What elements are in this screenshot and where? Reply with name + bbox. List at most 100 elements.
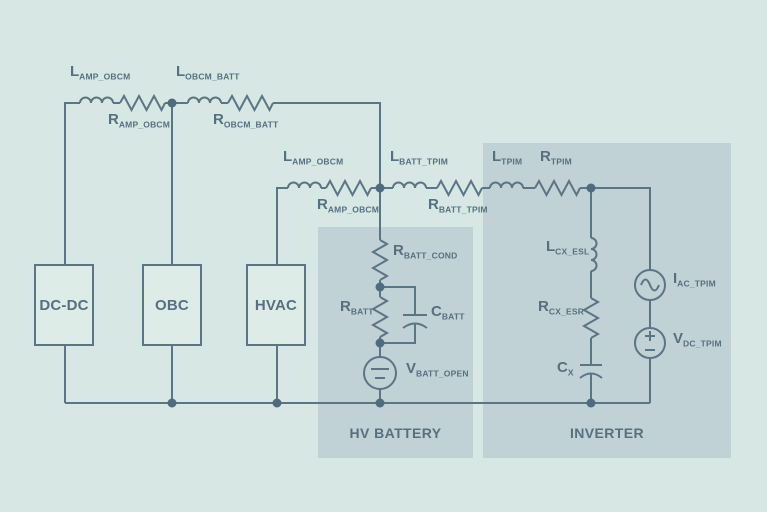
junction-dot bbox=[167, 98, 177, 108]
label-c-x: CX bbox=[557, 360, 574, 377]
wire bbox=[380, 286, 416, 315]
obc-block-label: OBC bbox=[155, 296, 189, 314]
component-subscript: BATT bbox=[350, 306, 374, 317]
inductor-symbol bbox=[590, 237, 598, 272]
inductor-symbol bbox=[392, 181, 427, 189]
capacitor-curved-plate bbox=[579, 372, 603, 379]
dcdc-block bbox=[34, 264, 94, 346]
junction-dot bbox=[586, 183, 596, 193]
label-r-obcm-batt: ROBCM_BATT bbox=[213, 112, 278, 129]
component-subscript: CX_ESL bbox=[555, 246, 590, 257]
component-symbol: L bbox=[283, 148, 293, 165]
component-subscript: AMP_OBCM bbox=[79, 71, 131, 82]
component-symbol: L bbox=[492, 148, 502, 165]
wire bbox=[276, 187, 288, 265]
wire bbox=[380, 324, 416, 344]
component-subscript: AMP_OBCM bbox=[292, 156, 344, 167]
inductor-symbol bbox=[287, 181, 322, 189]
component-symbol: R bbox=[393, 242, 404, 259]
component-subscript: AMP_OBCM bbox=[118, 119, 171, 130]
component-subscript: X bbox=[567, 367, 574, 378]
hvac-block-label: HVAC bbox=[254, 296, 298, 314]
inductor-symbol bbox=[489, 181, 524, 189]
inductor-symbol bbox=[187, 96, 222, 104]
label-l-batt-tpim: LBATT_TPIM bbox=[390, 149, 448, 166]
label-l-amp-obcm-top: LAMP_OBCM bbox=[70, 64, 130, 81]
hv-battery-branch bbox=[363, 239, 428, 403]
label-l-tpim: LTPIM bbox=[492, 149, 522, 166]
inverter-branches bbox=[579, 188, 666, 403]
label-r-batt-cond: RBATT_COND bbox=[393, 243, 457, 260]
hvac-block bbox=[246, 264, 306, 346]
component-symbol: R bbox=[213, 111, 224, 128]
component-symbol: R bbox=[428, 196, 439, 213]
component-subscript: TPIM bbox=[550, 156, 572, 167]
resistor-symbol bbox=[325, 178, 372, 198]
component-subscript: OBCM_BATT bbox=[185, 71, 240, 82]
inverter-region bbox=[483, 143, 731, 458]
component-symbol: R bbox=[540, 148, 551, 165]
component-subscript: BATT_TPIM bbox=[399, 156, 449, 167]
label-r-amp-obcm-top: RAMP_OBCM bbox=[108, 112, 170, 129]
component-subscript: OBCM_BATT bbox=[223, 119, 279, 130]
obc-block bbox=[142, 264, 202, 346]
component-symbol: R bbox=[108, 111, 119, 128]
label-v-dc-tpim: VDC_TPIM bbox=[673, 331, 722, 348]
junction-dot bbox=[375, 282, 385, 292]
component-subscript: AMP_OBCM bbox=[327, 204, 380, 215]
component-subscript: BATT bbox=[441, 311, 465, 322]
voltage-source-symbol bbox=[363, 356, 397, 390]
hv-battery-region-label: HV BATTERY bbox=[349, 425, 442, 441]
junction-dots bbox=[167, 98, 596, 408]
component-symbol: R bbox=[538, 298, 549, 315]
label-r-batt-tpim: RBATT_TPIM bbox=[428, 197, 488, 214]
resistor-symbol bbox=[227, 93, 274, 113]
label-l-amp-obcm-mid: LAMP_OBCM bbox=[283, 149, 343, 166]
component-subscript: BATT_TPIM bbox=[438, 204, 488, 215]
junction-dot bbox=[586, 398, 596, 408]
sine-icon bbox=[640, 278, 660, 292]
component-subscript: CX_ESR bbox=[548, 306, 585, 317]
component-symbol: L bbox=[70, 63, 80, 80]
label-r-tpim: RTPIM bbox=[540, 149, 572, 166]
branch-wires bbox=[64, 103, 650, 404]
plus-minus-icon bbox=[645, 331, 655, 351]
component-subscript: TPIM bbox=[501, 156, 523, 167]
battery-cell-lines bbox=[371, 368, 389, 379]
label-c-batt: CBATT bbox=[431, 304, 465, 321]
junction-dot bbox=[375, 338, 385, 348]
component-subscript: BATT_COND bbox=[403, 250, 458, 261]
label-r-cx-esr: RCX_ESR bbox=[538, 299, 584, 316]
middle-rail bbox=[276, 178, 651, 270]
component-symbol: C bbox=[431, 303, 442, 320]
component-symbol: L bbox=[390, 148, 400, 165]
component-subscript: AC_TPIM bbox=[677, 278, 716, 289]
component-symbol: V bbox=[673, 330, 684, 347]
resistor-symbol bbox=[436, 178, 483, 198]
wire bbox=[64, 102, 80, 265]
blocks bbox=[34, 264, 306, 346]
component-symbol: L bbox=[176, 63, 186, 80]
resistor-symbol bbox=[581, 297, 601, 339]
resistor-symbol bbox=[370, 239, 390, 281]
component-symbol: V bbox=[406, 360, 417, 377]
wire bbox=[580, 187, 651, 270]
label-v-batt-open: VBATT_OPEN bbox=[406, 361, 469, 378]
capacitor-curved-plate bbox=[402, 322, 428, 329]
junction-dot bbox=[167, 398, 177, 408]
junction-dot bbox=[375, 183, 385, 193]
inverter-region-label: INVERTER bbox=[570, 425, 644, 441]
label-r-amp-obcm-mid: RAMP_OBCM bbox=[317, 197, 379, 214]
label-l-cx-esl: LCX_ESL bbox=[546, 239, 589, 256]
component-symbol: R bbox=[317, 196, 328, 213]
resistor-symbol bbox=[119, 93, 166, 113]
dcdc-block-label: DC-DC bbox=[39, 296, 89, 314]
resistor-symbol bbox=[370, 296, 390, 338]
label-l-obcm-batt: LOBCM_BATT bbox=[176, 64, 240, 81]
junction-dot bbox=[272, 398, 282, 408]
component-symbol: I bbox=[673, 270, 678, 287]
inductor-symbol bbox=[79, 96, 114, 104]
component-symbol: R bbox=[340, 298, 351, 315]
